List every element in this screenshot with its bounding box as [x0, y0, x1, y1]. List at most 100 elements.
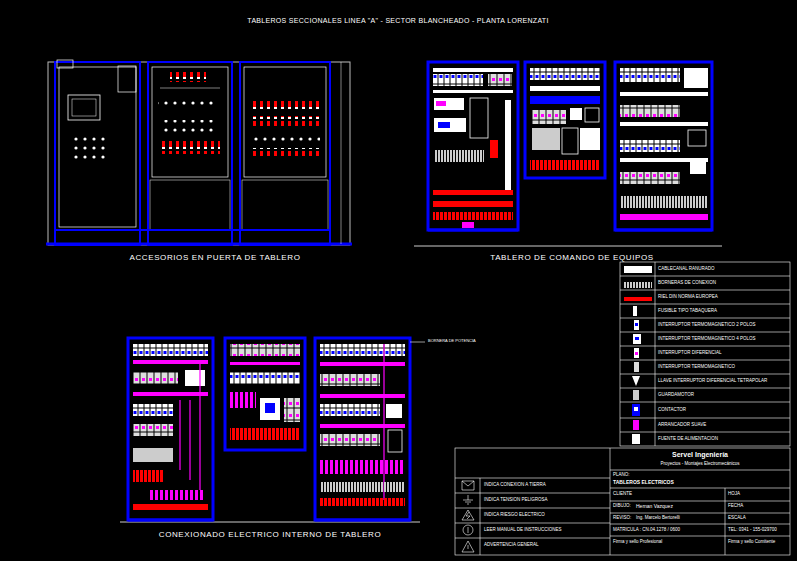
door-view-part	[55, 229, 330, 231]
legend-symbols-part	[632, 404, 640, 416]
title-block-text: Firma y sello Comitente	[728, 540, 775, 545]
legend-table-part	[620, 388, 790, 389]
wiring-panels-part	[185, 370, 205, 386]
title-block-part	[610, 524, 790, 525]
legend-text: INTERRUPTOR DIFERENCIAL	[658, 351, 721, 356]
company-tagline: Proyectos - Montajes Electromecánicos	[660, 462, 739, 467]
title-block-part	[455, 523, 610, 524]
command-panels-part	[615, 229, 712, 232]
door-view-part	[244, 67, 326, 177]
legend-text: ADVERTENCIA GENERAL	[484, 543, 538, 548]
legend-swatch	[624, 297, 652, 301]
legend-table-part	[620, 332, 790, 333]
command-panels-part	[562, 128, 578, 154]
title-block-text: FECHA	[728, 504, 743, 509]
door-view-part	[250, 116, 320, 126]
title-block-part	[610, 448, 611, 555]
command-panels-part	[470, 98, 488, 138]
wiring-panels-part	[410, 342, 425, 343]
door-view	[46, 60, 352, 245]
door-view-part	[242, 180, 328, 230]
command-panels-part	[585, 108, 599, 122]
legend-table-part	[620, 360, 790, 361]
callout-label: BORNERA DE POTENCIA	[428, 339, 476, 343]
command-panels-part	[530, 160, 600, 170]
command-panels-part	[438, 122, 450, 128]
wiring-panels-part	[128, 338, 213, 520]
view-caption: TABLERO DE COMANDO DE EQUIPOS	[490, 254, 654, 262]
wiring-panels-part	[230, 372, 300, 384]
wiring-panels-part	[320, 424, 405, 428]
door-view-part	[240, 62, 330, 245]
title-block-text: CLIENTE	[613, 492, 632, 497]
wiring-panels-part	[320, 498, 405, 506]
wiring-panels-part	[383, 344, 384, 500]
door-view-part	[152, 67, 228, 177]
legend-text: INTERRUPTOR TERMOMAGNETICO 2 POLOS	[658, 323, 756, 328]
door-view-part	[170, 72, 206, 82]
legend-text: INDICA CONEXION A TIERRA	[484, 483, 546, 488]
door-view-part	[341, 62, 342, 244]
wiring-panels-part	[230, 428, 300, 440]
wiring-panels-part	[133, 392, 208, 396]
wiring-panels-part	[230, 392, 256, 408]
command-panels-part	[580, 128, 600, 150]
company-name: Servel Ingeniería	[672, 451, 728, 458]
legend-symbols-part	[633, 390, 639, 400]
command-panels-part	[462, 222, 474, 228]
command-panels-part	[433, 74, 483, 86]
command-panels-part	[530, 96, 600, 104]
title-block-part	[455, 448, 790, 555]
title-block-text: TABLEROS ELECTRICOS	[613, 480, 674, 485]
command-panels-part	[433, 212, 513, 220]
door-view-part	[158, 100, 218, 110]
command-panels-part	[570, 108, 582, 120]
legend-symbols-part	[634, 407, 638, 411]
command-panels-part	[490, 140, 498, 158]
legend-symbols-part	[634, 320, 639, 330]
door-view-part	[250, 132, 320, 142]
title-block-text: Ing. Marcelo Bertorelli	[636, 516, 680, 521]
legend-table-part	[620, 402, 790, 403]
legend-text: CONTACTOR	[658, 408, 686, 413]
title-block-text: MATRICULA : CN.04.1278 / 0600	[613, 528, 680, 533]
wiring-panels-part	[320, 374, 380, 386]
wiring-panels-part	[320, 482, 405, 492]
legend-table-part	[620, 432, 790, 433]
door-view-part	[162, 120, 216, 132]
legend-text: INTERRUPTOR TERMOMAGNETICO 4 POLOS	[658, 337, 756, 342]
title-block-part	[463, 495, 473, 504]
command-panels-part	[433, 90, 513, 93]
legend-symbols-part	[635, 352, 638, 355]
wiring-panels-part	[179, 400, 180, 470]
title-block-text: DIBUJO:	[613, 504, 631, 509]
wiring-panels-part	[320, 460, 405, 474]
legend-symbols-part	[634, 362, 639, 372]
title-block-part	[462, 541, 474, 552]
view-caption: CONEXIONADO ELECTRICO INTERNO DE TABLERO	[159, 531, 381, 539]
legend-table-part	[620, 290, 790, 291]
wiring-panels-part	[133, 448, 173, 462]
command-panels-part	[690, 160, 706, 174]
wiring-panels-part	[189, 400, 190, 480]
door-view-part	[59, 67, 136, 227]
wiring-panels-part	[265, 403, 275, 413]
command-panels-part	[620, 140, 680, 152]
legend-text: LLAVE INTERRUPTOR DIFERENCIAL TETRAPOLAR	[658, 379, 767, 384]
title-block-part	[455, 478, 610, 479]
command-panels-part	[620, 172, 680, 184]
wiring-panels-part	[320, 344, 405, 356]
command-panels-part	[620, 92, 708, 96]
legend-symbols-part	[635, 323, 638, 326]
wiring-panels-part	[284, 398, 300, 422]
legend-table-part	[655, 262, 656, 446]
command-panels-part	[433, 201, 513, 207]
door-view-part	[57, 60, 73, 68]
door-view-part	[70, 134, 106, 161]
door-view-part	[250, 100, 320, 110]
title-block-part	[610, 501, 790, 502]
door-view-part	[55, 62, 140, 245]
door-view-part	[48, 62, 350, 245]
title-block-part	[725, 488, 726, 555]
wiring-panels-part	[133, 360, 208, 364]
